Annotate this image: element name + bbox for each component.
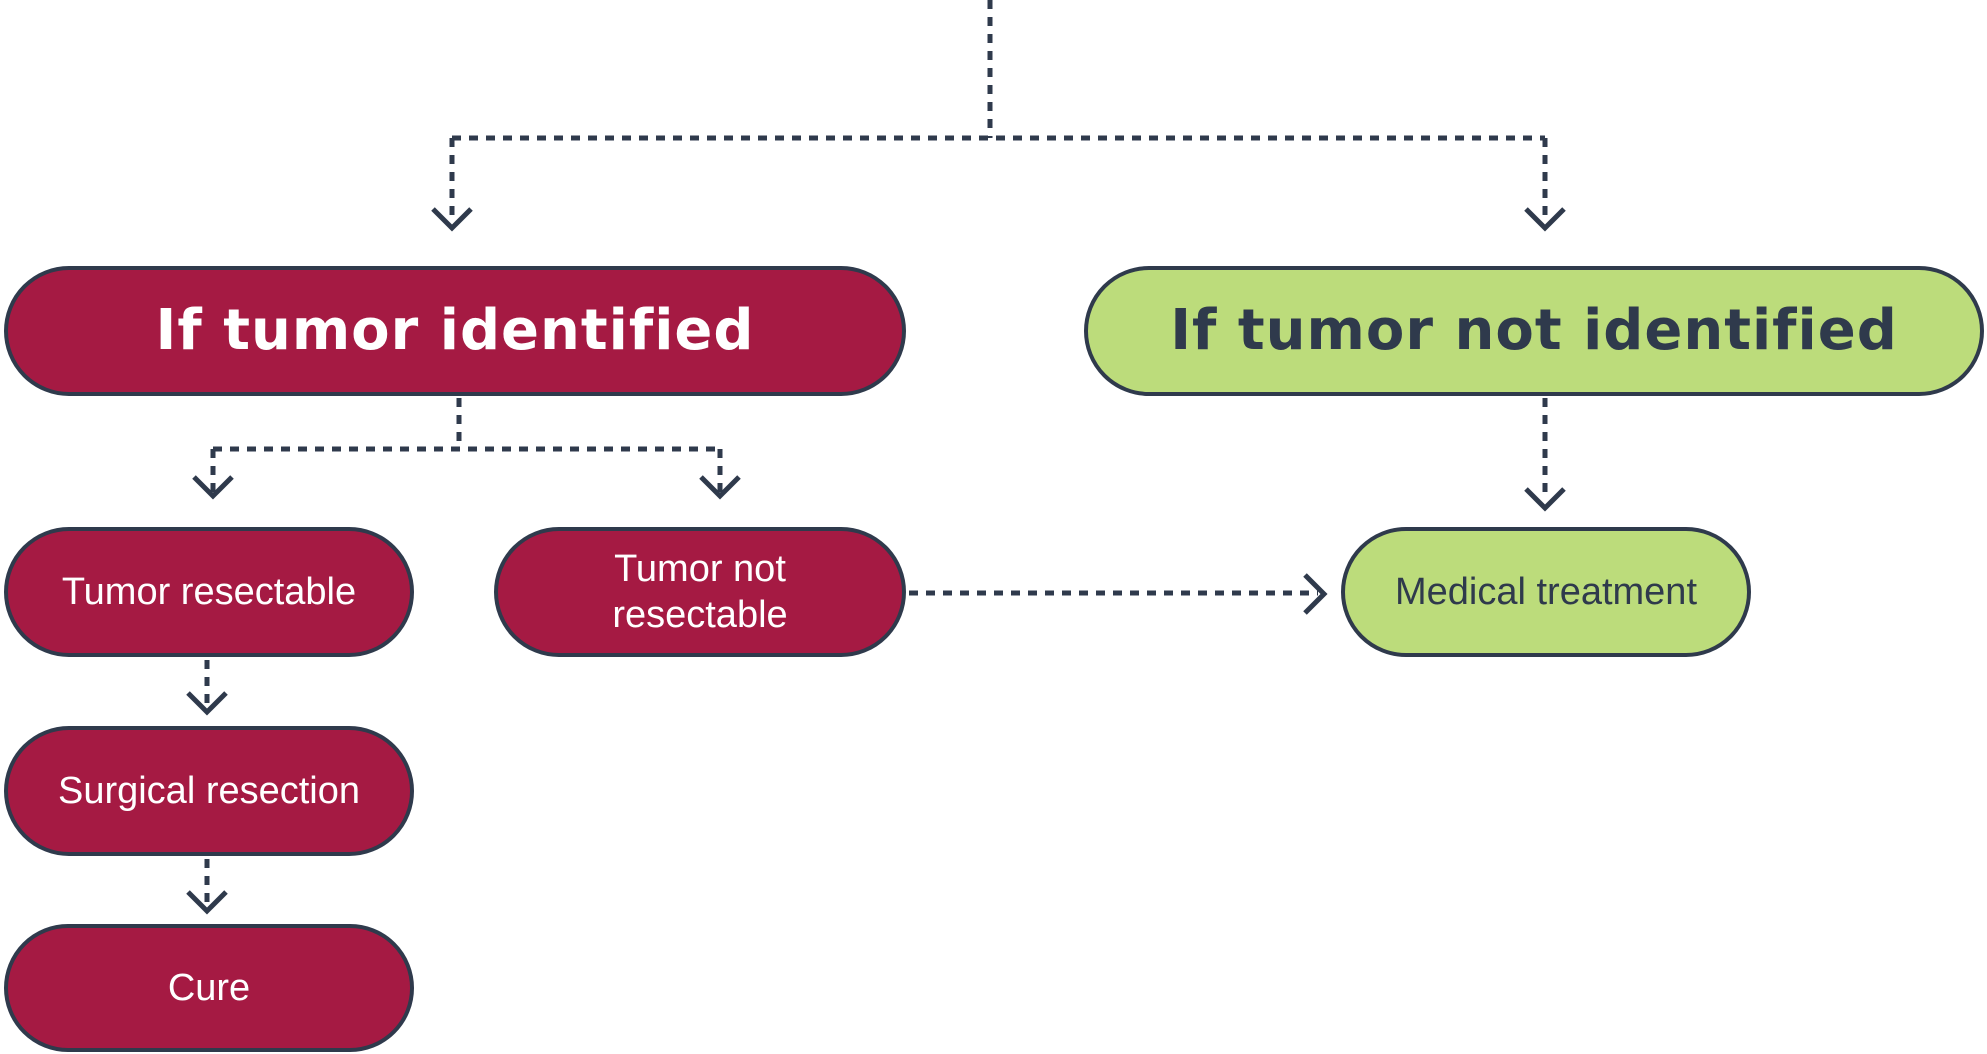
- node-tumor-resectable: Tumor resectable: [4, 527, 414, 657]
- arrowhead-tumor-not-identified: [1524, 207, 1566, 232]
- arrowhead-cure: [186, 890, 228, 915]
- node-tumor-not-resectable: Tumor not resectable: [494, 527, 906, 657]
- arrowhead-tumor-identified: [431, 207, 473, 232]
- node-medical-treatment: Medical treatment: [1341, 527, 1751, 657]
- node-tumor-not-resectable-label: Tumor not resectable: [612, 547, 788, 636]
- arrowhead-medical-from-left: [1303, 573, 1328, 615]
- node-surgical-resection: Surgical resection: [4, 726, 414, 856]
- node-tumor-resectable-label: Tumor resectable: [61, 570, 357, 613]
- node-medical-treatment-label: Medical treatment: [1394, 570, 1697, 613]
- arrowhead-medical-from-top: [1524, 487, 1566, 512]
- arrowhead-tumor-resectable: [192, 475, 234, 500]
- node-tumor-identified: If tumor identified: [4, 266, 906, 396]
- arrowhead-surgical-resection: [186, 691, 228, 716]
- node-cure-label: Cure: [167, 966, 251, 1009]
- node-tumor-identified-label: If tumor identified: [155, 297, 755, 363]
- node-cure: Cure: [4, 924, 414, 1052]
- node-tumor-not-identified: If tumor not identified: [1084, 266, 1984, 396]
- arrowhead-tumor-not-resectable: [699, 475, 741, 500]
- node-surgical-resection-label: Surgical resection: [57, 769, 361, 812]
- node-tumor-not-identified-label: If tumor not identified: [1170, 297, 1898, 363]
